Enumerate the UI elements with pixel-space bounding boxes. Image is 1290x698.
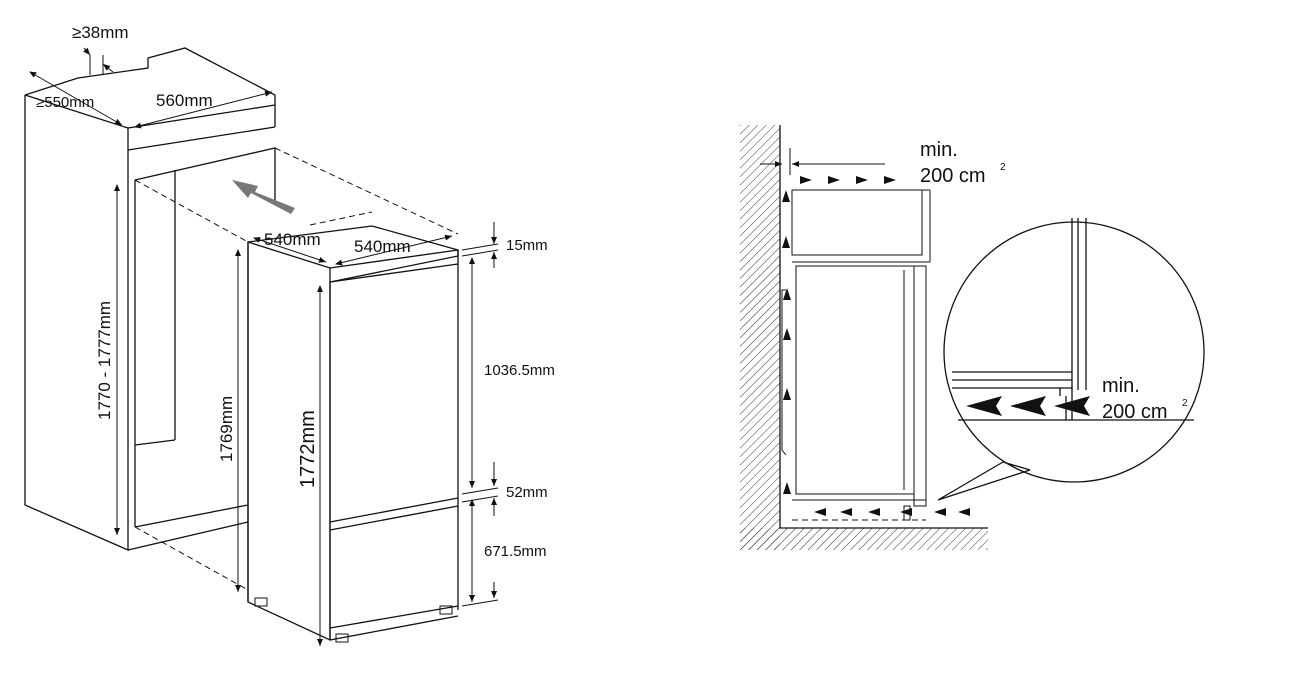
top-vent-sup: 2: [1000, 162, 1006, 173]
detail-magnifier: [937, 218, 1205, 501]
upper-door-label: 1036.5mm: [484, 362, 555, 379]
dimension-lines: [29, 47, 499, 646]
bottom-vent-min-label: min.: [1102, 375, 1140, 397]
top-vent-value-label: 200 cm: [920, 165, 986, 187]
insertion-arrow-icon: [232, 180, 295, 214]
bottom-vent-sup: 2: [1182, 398, 1188, 409]
appliance-width-label: 540mm: [264, 230, 321, 249]
door-gap-label: 52mm: [506, 484, 548, 501]
niche-depth-label: ≥550mm: [36, 94, 94, 111]
appliance-body: [247, 225, 459, 643]
niche-width-label: 560mm: [156, 91, 213, 110]
airflow-bottom-arrows: [814, 508, 970, 516]
appliance-body-height-label: 1769mm: [217, 396, 236, 462]
niche-cabinet: [24, 47, 459, 591]
ventilation-section: [740, 125, 988, 550]
niche-height-label: 1770 - 1777mm: [95, 301, 114, 420]
niche-top-gap-label: ≥38mm: [72, 23, 129, 42]
top-vent-min-label: min.: [920, 139, 958, 161]
appliance-depth-label: 540mm: [354, 237, 411, 256]
lower-door-label: 671.5mm: [484, 543, 547, 560]
airflow-rear-arrows: [782, 190, 791, 494]
appliance-total-height-label: 1772mm: [297, 410, 319, 488]
top-offset-label: 15mm: [506, 237, 548, 254]
bottom-vent-value-label: 200 cm: [1102, 401, 1168, 423]
airflow-top-arrows: [800, 176, 896, 184]
